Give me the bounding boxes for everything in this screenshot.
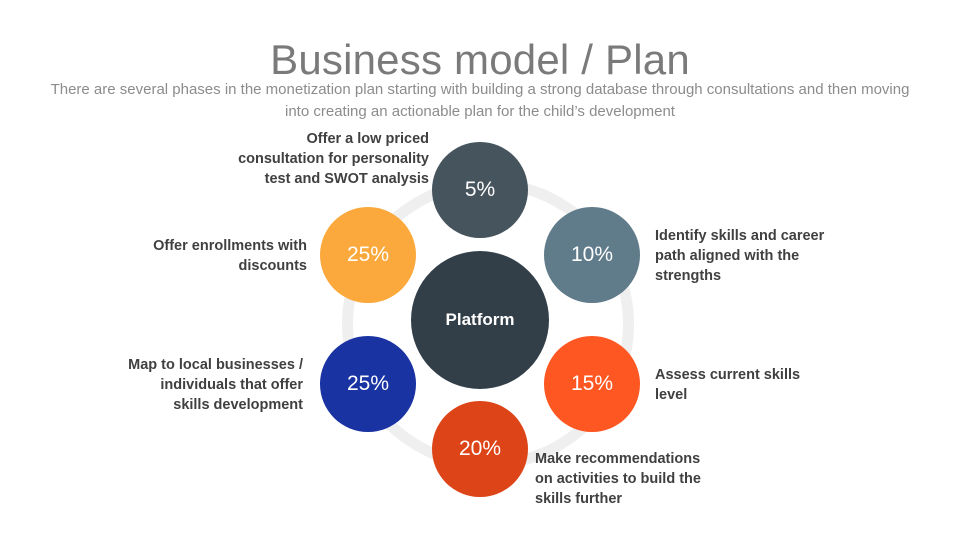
phase-label-local-businesses: Map to local businesses / individuals th…	[128, 357, 303, 413]
phase-label-recommendations: Make recommendations on activities to bu…	[535, 451, 701, 507]
phase-node-consultation: 5%	[432, 142, 528, 238]
platform-hub: Platform	[411, 251, 549, 389]
phase-label-enrollments: Offer enrollments with discounts	[153, 238, 307, 274]
phase-node-identify-skills: 10%	[544, 207, 640, 303]
phase-label-consultation: Offer a low priced consultation for pers…	[238, 131, 429, 187]
phase-node-local-businesses: 25%	[320, 336, 416, 432]
phase-node-assess-skills: 15%	[544, 336, 640, 432]
phase-node-enrollments: 25%	[320, 207, 416, 303]
page-title: Business model / Plan	[270, 36, 690, 83]
phase-node-recommendations: 20%	[432, 401, 528, 497]
page-subtitle: There are several phases in the monetiza…	[50, 81, 910, 120]
phase-label-assess-skills: Assess current skills level	[655, 367, 801, 403]
phase-label-identify-skills: Identify skills and career path aligned …	[655, 228, 825, 284]
